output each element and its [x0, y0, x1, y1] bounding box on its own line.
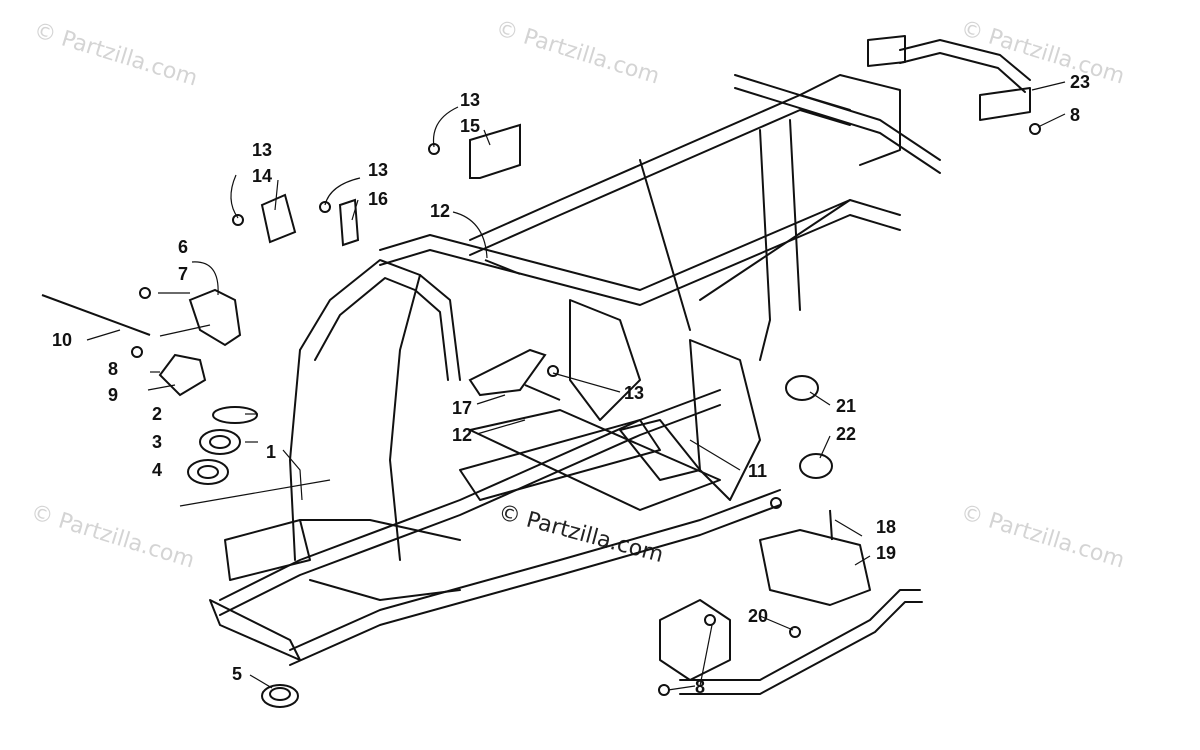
frame-rear-bar	[734, 87, 941, 174]
frame-upper-rail	[379, 214, 901, 306]
bolt-18	[829, 509, 833, 541]
snap-ring-2	[212, 406, 258, 424]
cap-21	[785, 375, 819, 401]
callout-7[interactable]: 7	[178, 264, 189, 284]
bolt-8	[704, 614, 716, 626]
bracket-15	[469, 123, 521, 179]
seal-5	[261, 684, 299, 708]
callout-19[interactable]: 19	[876, 543, 897, 563]
front-a-arm	[309, 579, 461, 601]
frame-front-crossmember	[209, 599, 301, 661]
frame-lower-rail	[219, 404, 721, 616]
callout-5[interactable]: 5	[232, 664, 243, 684]
bearing-4-inner	[197, 465, 219, 479]
bolt-7	[139, 287, 151, 299]
rack-support-bar	[899, 39, 1031, 81]
plate-9	[158, 353, 207, 397]
bearing-3	[199, 429, 241, 455]
bearing-4	[187, 459, 229, 485]
clip-16	[338, 198, 360, 247]
rack-mount-plate	[867, 35, 906, 67]
nut-13	[319, 201, 331, 213]
bolt-12	[484, 259, 521, 275]
callout-8[interactable]: 8	[695, 677, 706, 697]
frame-lower-rail	[219, 389, 721, 601]
footrest-bracket	[659, 599, 731, 681]
callout-21[interactable]: 21	[836, 396, 857, 416]
rack-support-bar	[899, 52, 1026, 93]
callout-16[interactable]: 16	[368, 189, 389, 209]
callout-20[interactable]: 20	[748, 606, 769, 626]
nut-11	[770, 497, 782, 509]
frame-rear-upright	[789, 119, 801, 311]
frame-upper-rail	[379, 199, 901, 291]
callout-18[interactable]: 18	[876, 517, 897, 537]
frame-rear-side-plate	[689, 339, 761, 501]
frame-rear-crossbar	[799, 74, 901, 166]
callout-13[interactable]: 13	[460, 90, 481, 110]
nut-13	[547, 365, 559, 377]
frame-rear-diagonal	[699, 199, 851, 301]
callout-8[interactable]: 8	[1070, 105, 1081, 125]
callout-15[interactable]: 15	[460, 116, 481, 136]
bolt-8	[658, 684, 670, 696]
callout-22[interactable]: 22	[836, 424, 857, 444]
callout-10[interactable]: 10	[52, 330, 73, 350]
callout-11[interactable]: 11	[748, 461, 768, 481]
frame-top-rail	[469, 109, 851, 256]
long-bolt-10	[41, 294, 151, 336]
seal-5-inner	[269, 687, 291, 701]
callout-4[interactable]: 4	[152, 460, 163, 480]
frame-rear-diagonal	[639, 159, 691, 331]
bolt-8	[1029, 123, 1041, 135]
nut-20	[789, 626, 801, 638]
bolt-12	[524, 384, 561, 401]
frame-front-crossmember	[224, 519, 311, 581]
callout-12[interactable]: 12	[452, 425, 473, 445]
callout-3[interactable]: 3	[152, 432, 163, 452]
frame-lower-rail	[289, 489, 781, 651]
footrest-tube	[679, 589, 921, 681]
bracket-14	[260, 193, 297, 244]
callout-6[interactable]: 6	[178, 237, 189, 257]
callout-13[interactable]: 13	[252, 140, 273, 160]
front-a-arm	[299, 519, 461, 541]
callout-1[interactable]: 1	[266, 442, 277, 462]
callout-2[interactable]: 2	[152, 404, 163, 424]
nut-13	[232, 214, 244, 226]
bolt-8	[131, 346, 143, 358]
bracket-17	[468, 348, 547, 397]
frame-front-hoop	[299, 259, 461, 381]
callout-9[interactable]: 9	[108, 385, 119, 405]
callout-17[interactable]: 17	[452, 398, 473, 418]
bearing-3-inner	[209, 435, 231, 449]
callout-13[interactable]: 13	[624, 383, 645, 403]
frame-front-upright	[289, 349, 301, 561]
callout-23[interactable]: 23	[1070, 72, 1091, 92]
footrest-plate	[759, 529, 871, 606]
frame-rear-side-plate	[569, 299, 641, 421]
frame-lower-rail	[289, 504, 781, 666]
frame-front-upright	[389, 274, 421, 561]
frame-skid-plate	[469, 409, 721, 511]
callout-13[interactable]: 13	[368, 160, 389, 180]
frame-rear-bar	[734, 74, 941, 161]
callout-8[interactable]: 8	[108, 359, 119, 379]
frame-rear-upright	[759, 129, 771, 361]
callout-12[interactable]: 12	[430, 201, 451, 221]
footrest-tube	[679, 601, 923, 695]
callout-14[interactable]: 14	[252, 166, 273, 186]
cap-22	[799, 453, 833, 479]
frame-center-crossmember	[459, 419, 661, 501]
rack-mount-plate	[979, 87, 1031, 121]
bracket-6	[188, 288, 242, 347]
frame-front-hoop	[314, 277, 449, 381]
